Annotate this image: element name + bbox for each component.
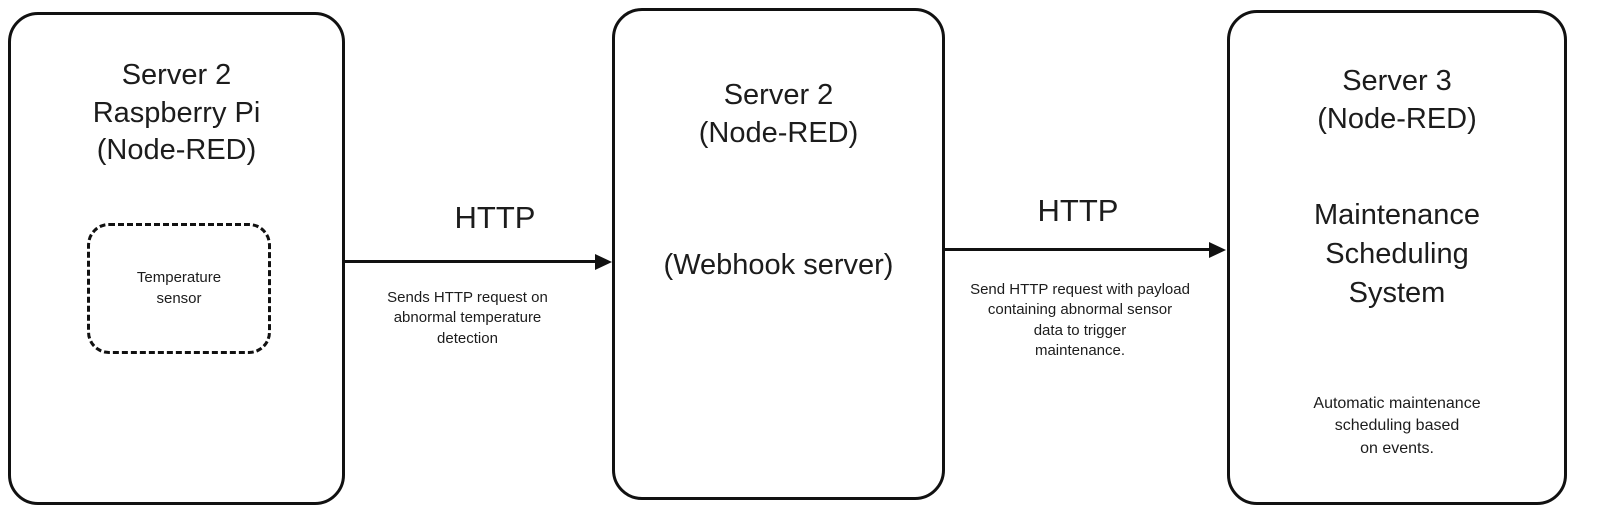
arrow-left-to-middle-head-icon — [595, 253, 612, 270]
node-server2-webhook-title: Server 2 (Node-RED) — [698, 79, 859, 149]
arrow-middle-to-right-protocol-label: HTTP — [1037, 193, 1119, 228]
arrow-middle-to-right-caption: Send HTTP request with payload containin… — [970, 281, 1190, 359]
node-server2-raspberry-pi: Server 2 Raspberry Pi (Node-RED) Tempera… — [8, 12, 345, 505]
temperature-sensor-box: Temperature sensor — [87, 223, 271, 354]
node-server3-title: Server 3 (Node-RED) — [1317, 65, 1477, 135]
temperature-sensor-label: Temperature sensor — [136, 269, 222, 307]
node-server2-raspberry-pi-title: Server 2 Raspberry Pi (Node-RED) — [92, 59, 261, 167]
arrow-left-to-middle-line — [345, 260, 597, 263]
arrow-left-to-middle-caption: Sends HTTP request on abnormal temperatu… — [387, 289, 548, 347]
node-server2-webhook-subtitle: (Webhook server) — [663, 249, 894, 281]
node-server2-webhook: Server 2 (Node-RED) (Webhook server) — [612, 8, 945, 500]
arrow-middle-to-right-head-icon — [1209, 241, 1226, 258]
node-server3-heading: Maintenance Scheduling System — [1313, 199, 1481, 310]
node-server3-description: Automatic maintenance scheduling based o… — [1313, 395, 1481, 457]
arrow-middle-to-right-line — [945, 248, 1211, 251]
node-server3-maintenance: Server 3 (Node-RED) Maintenance Scheduli… — [1227, 10, 1567, 505]
arrow-left-to-middle-protocol-label: HTTP — [454, 200, 536, 235]
